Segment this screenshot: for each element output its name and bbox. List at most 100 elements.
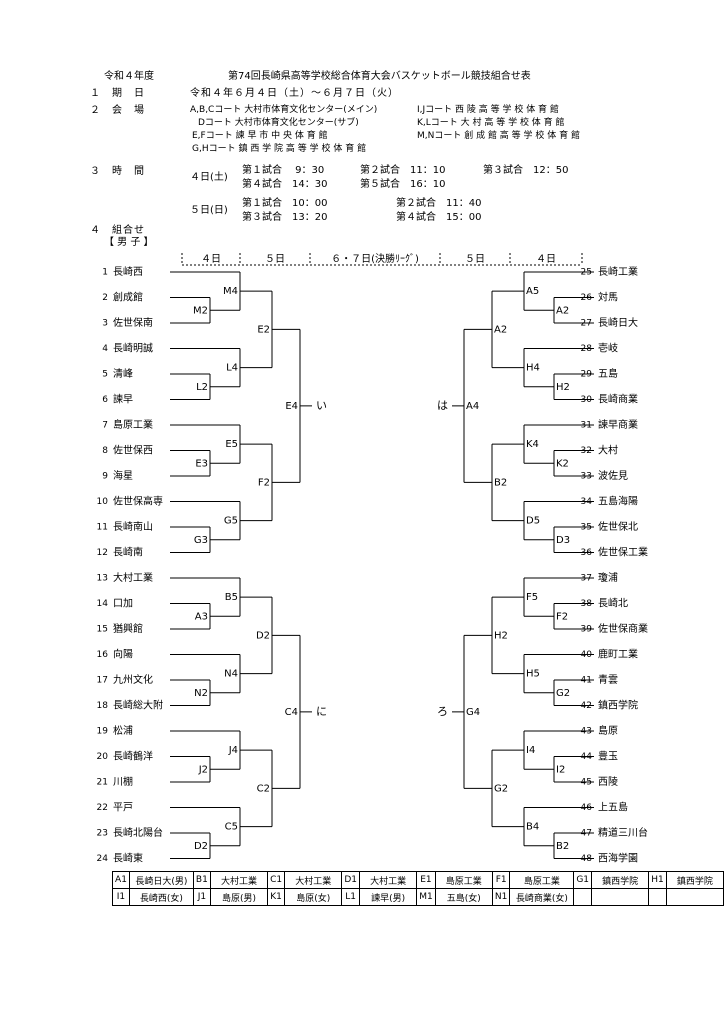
game-label: L4: [226, 363, 238, 374]
team-name: 佐世保南: [113, 316, 153, 329]
legend-court-code: L1: [341, 888, 360, 906]
game-label: F2: [556, 611, 568, 622]
time-slot: 第２試合 11：10: [360, 165, 446, 176]
game-label: F2: [258, 477, 270, 488]
team-number: 9: [102, 472, 108, 482]
team-number: 11: [97, 523, 108, 533]
team-name: 長崎北陽台: [113, 826, 163, 839]
game-label: B2: [556, 841, 569, 852]
team-name: 波佐見: [598, 469, 628, 482]
team-name: 長崎南山: [113, 520, 153, 533]
venue-label: ２ 会 場: [90, 105, 145, 116]
legend-court-code: B1: [192, 871, 211, 889]
game-label: N4: [224, 669, 238, 680]
combo-label: ４ 組合せ: [90, 225, 145, 236]
venue-line: K,Lコート 大 村 高 等 学 校 体 育 館: [417, 118, 565, 128]
team-name: 青雲: [598, 673, 618, 686]
day-header: ５日: [265, 254, 285, 265]
team-number: 22: [97, 803, 108, 813]
game-label: K2: [556, 458, 569, 469]
period-label: １ 期 日: [90, 88, 145, 99]
team-number: 14: [97, 599, 109, 609]
game-label: H2: [556, 382, 570, 393]
legend-court-assignment: [591, 888, 650, 906]
legend-court-assignment: [665, 888, 724, 906]
team-name: 猶興館: [113, 622, 143, 635]
team-name: 清峰: [113, 367, 133, 380]
legend-court-code: F1: [491, 871, 511, 889]
game-label: D3: [556, 535, 570, 546]
legend-court-code: K1: [267, 888, 286, 906]
time-slot: 第１試合 9：30: [242, 165, 325, 176]
game-label: H2: [494, 630, 508, 641]
game-label: F5: [526, 592, 538, 603]
game-label: E4: [285, 401, 298, 412]
team-number: 10: [97, 497, 109, 507]
time-slot: 第５試合 16：10: [360, 179, 446, 190]
legend-court-assignment: 島原工業: [434, 871, 493, 889]
team-number: 13: [97, 574, 108, 584]
legend-court-code: H1: [648, 871, 667, 889]
day-header: ４日: [201, 254, 221, 265]
legend-court-code: G1: [573, 871, 593, 889]
game-label: E5: [225, 439, 238, 450]
legend-court-assignment: 島原工業: [509, 871, 575, 889]
team-name: 佐世保商業: [598, 622, 648, 635]
team-number: 20: [97, 752, 109, 762]
block-label: は: [437, 399, 448, 412]
game-label: N2: [194, 688, 208, 699]
game-label: A5: [526, 286, 539, 297]
team-number: 4: [102, 344, 108, 354]
time-slot: 第４試合 15：00: [396, 212, 482, 223]
legend-court-code: N1: [491, 888, 511, 906]
game-label: A3: [195, 611, 208, 622]
legend-court-code: I1: [112, 888, 130, 906]
legend-court-assignment: 長崎西(女): [128, 888, 194, 906]
time-label: ３ 時 間: [90, 166, 145, 177]
team-number: 23: [97, 829, 108, 839]
time-slot: 第１試合 10：00: [242, 198, 328, 209]
legend-court-code: [573, 888, 593, 906]
team-name: 五島: [598, 367, 618, 380]
venue-line: G,Hコート 鎮 西 学 院 高 等 学 校 体 育 館: [192, 144, 367, 154]
team-name: 松浦: [113, 724, 133, 737]
team-number: 17: [97, 676, 108, 686]
game-label: B5: [225, 592, 238, 603]
game-label: D2: [194, 841, 208, 852]
team-name: 佐世保高専: [113, 495, 163, 508]
period-value: 令和４年６月４日（土）～６月７日（火）: [190, 88, 399, 99]
game-label: D2: [256, 630, 270, 641]
team-name: 長崎明誠: [113, 342, 153, 355]
legend-court-code: C1: [267, 871, 286, 889]
team-name: 九州文化: [113, 673, 153, 686]
block-label: ろ: [437, 705, 448, 718]
game-label: C5: [225, 822, 238, 833]
legend-court-assignment: 大村工業: [209, 871, 269, 889]
team-name: 佐世保北: [598, 520, 638, 533]
game-label: I2: [556, 764, 565, 775]
game-label: E2: [257, 324, 270, 335]
legend-court-assignment: 大村工業: [284, 871, 343, 889]
legend-court-code: J1: [192, 888, 211, 906]
team-number: 3: [102, 319, 108, 329]
team-name: 川棚: [113, 775, 133, 788]
team-name: 海星: [113, 469, 133, 482]
legend-court-assignment: 鎮西学院: [591, 871, 650, 889]
game-label: G2: [556, 688, 570, 699]
legend-court-assignment: 大村工業: [358, 871, 418, 889]
legend-court-code: [648, 888, 667, 906]
game-label: A4: [466, 401, 479, 412]
game-label: L2: [196, 382, 208, 393]
game-label: G3: [194, 535, 208, 546]
team-name: 豊玉: [598, 750, 618, 763]
team-name: 長崎南: [113, 546, 143, 559]
legend-court-assignment: 島原(男): [209, 888, 269, 906]
game-label: K4: [526, 439, 539, 450]
team-name: 長崎東: [113, 852, 143, 865]
team-name: 西海学園: [598, 852, 638, 865]
team-name: 鎮西学院: [598, 699, 638, 712]
